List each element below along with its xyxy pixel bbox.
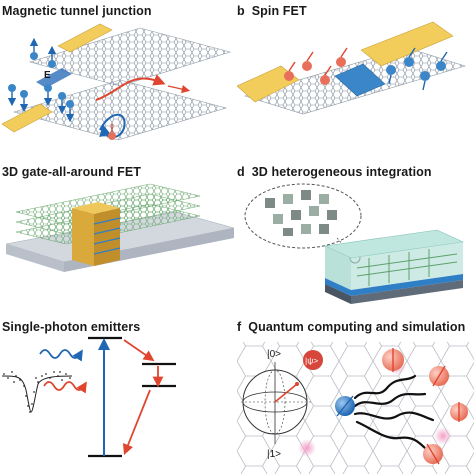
electrode-drain [360, 21, 454, 67]
qubit-red-1 [382, 348, 404, 372]
panel-title-text: Single-photon emitters [2, 320, 141, 334]
spin-balls-blue [386, 47, 448, 91]
gaa-fet-illustration [5, 183, 235, 272]
gate-block-top [72, 202, 120, 214]
gate-stripes [93, 217, 121, 255]
heterogeneous-integration-illustration [244, 183, 465, 304]
gate-block-side [94, 208, 120, 266]
photon-wave-red [43, 381, 87, 394]
gate-block-front [72, 208, 94, 266]
ket-1-label: |1> [267, 449, 281, 460]
panel-title: d 3D heterogeneous integration [237, 165, 432, 179]
relax-arrow-2 [122, 389, 151, 456]
panel-letter: f [237, 320, 242, 334]
qubit-red-4 [423, 443, 443, 465]
mtj-illustration: E [1, 23, 232, 141]
panel-quantum-computing: f Quantum computing and simulation [237, 316, 474, 474]
spin-balls-red [284, 47, 348, 85]
single-photon-illustration [1, 336, 176, 458]
psi-badge [303, 350, 323, 370]
ket-0-label: |0> [267, 349, 281, 360]
qubit-red-2 [429, 365, 449, 387]
panel-title: f Quantum computing and simulation [237, 320, 465, 334]
qubit-red-3 [450, 402, 468, 422]
panel-title-text: Magnetic tunnel junction [2, 4, 152, 18]
panel-letter: b [237, 4, 245, 18]
panel-title-text: Quantum computing and simulation [248, 320, 466, 334]
field-label: E [44, 70, 51, 81]
relax-arrow-1 [123, 339, 155, 362]
chip-top-front [325, 246, 351, 290]
zoom-grid [265, 190, 337, 236]
panel-spin-fet: b Spin FET [237, 0, 474, 158]
bloch-sphere [241, 362, 311, 444]
spin-ball-red [108, 132, 116, 140]
chip-base-front [325, 284, 351, 304]
current-arrow-red [95, 74, 166, 101]
panel-title: b Spin FET [237, 4, 307, 18]
psi-label: |ψ> [305, 356, 318, 366]
panel-title: Magnetic tunnel junction [2, 4, 152, 18]
gate-electrode [334, 63, 386, 97]
photon-wave-blue [39, 349, 83, 362]
substrate-front [6, 244, 64, 272]
quantum-illustration: |0> |1> |ψ> [237, 342, 474, 474]
panel-gate-all-around-fet: 3D gate-all-around FET [0, 158, 237, 316]
chip-blue-layer [325, 274, 463, 296]
spectrum-scatter [3, 371, 71, 413]
graphene-sheet-top [28, 27, 232, 87]
graphene-sheet-bottom [12, 79, 228, 141]
spin-balls-blue [7, 37, 75, 123]
panel-title: Single-photon emitters [2, 320, 140, 334]
panel-single-photon-emitters: Single-photon emitters [0, 316, 237, 474]
panel-magnetic-tunnel-junction: Magnetic tunnel junction E [0, 0, 237, 158]
panel-title-text: 3D gate-all-around FET [2, 165, 142, 179]
panel-letter: d [237, 165, 245, 179]
entanglement-lines [353, 374, 435, 452]
spectrum-fit-curve [1, 375, 73, 413]
panel-heterogeneous-integration: d 3D heterogeneous integration [237, 158, 474, 316]
panel-title-text: 3D heterogeneous integration [251, 165, 432, 179]
electrode-source [237, 65, 300, 103]
chip-wires [356, 249, 458, 286]
panel-title: 3D gate-all-around FET [2, 165, 141, 179]
chip-base-side [351, 280, 463, 304]
electrode-top [57, 23, 113, 53]
out-arrow [167, 84, 191, 94]
qubit-blue [335, 395, 355, 417]
spin-fet-illustration [237, 21, 467, 115]
panel-title-text: Spin FET [251, 4, 307, 18]
tunnel-barrier [36, 68, 72, 88]
